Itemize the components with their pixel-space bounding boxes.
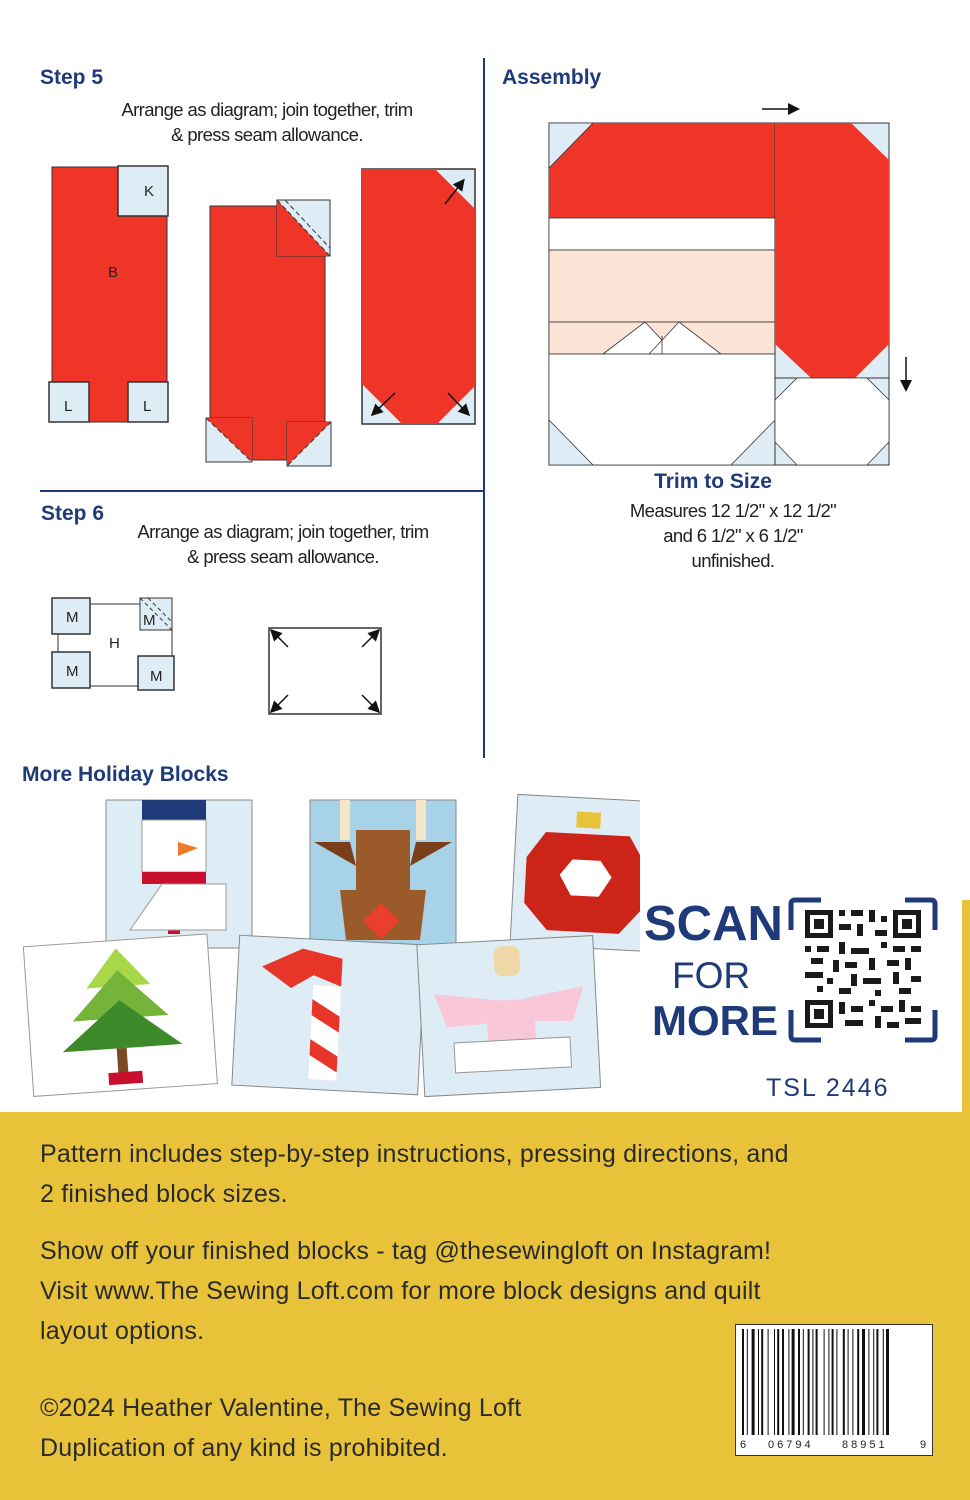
angel-block-image	[416, 935, 602, 1098]
step5-instruction-line2: & press seam allowance.	[171, 124, 363, 145]
barcode-bars	[742, 1329, 889, 1435]
label-h: H	[109, 635, 120, 652]
trim-line1: Measures 12 1/2" x 12 1/2"	[629, 500, 837, 521]
product-code: TSL 2446	[766, 1074, 890, 1102]
step5-instruction-line1: Arrange as diagram; join together, trim	[121, 99, 413, 120]
tree-block-image	[22, 933, 218, 1097]
barcode-digit-1: 6	[740, 1439, 747, 1451]
step6-title: Step 6	[41, 502, 105, 525]
step6-instruction-line1: Arrange as diagram; join together, trim	[137, 521, 429, 542]
label-m-3: M	[66, 663, 79, 680]
square-k	[117, 165, 169, 217]
assembly-title: Assembly	[502, 66, 602, 89]
footer-p3-line2: Duplication of any kind is prohibited.	[40, 1434, 448, 1462]
step6-instruction-line2: & press seam allowance.	[187, 546, 379, 567]
ornament-block-image	[509, 793, 640, 953]
step6-instruction: Arrange as diagram; join together, trim …	[76, 519, 490, 569]
footer-p1-line1: Pattern includes step-by-step instructio…	[40, 1140, 789, 1168]
label-m-1: M	[66, 609, 79, 626]
footer-paragraph-2: Show off your finished blocks - tag @the…	[40, 1231, 771, 1351]
label-m-2: M	[143, 612, 156, 629]
yellow-accent-strip	[962, 900, 970, 1112]
assembly-diagram	[548, 103, 912, 466]
footer-p2-line2: Visit www.The Sewing Loft.com for more b…	[40, 1277, 761, 1305]
label-l-2: L	[143, 398, 151, 415]
horizontal-divider	[40, 490, 484, 492]
barcode-digit-group-1: 06794	[768, 1439, 814, 1451]
step5-diagram: K B L L	[48, 165, 476, 467]
trim-line3: unfinished.	[691, 550, 775, 571]
scan-text: SCAN	[644, 897, 783, 951]
footer-p2-line1: Show off your finished blocks - tag @the…	[40, 1237, 772, 1265]
label-m-4: M	[150, 668, 163, 685]
square-l-left	[48, 381, 90, 423]
holiday-blocks-collage	[22, 793, 640, 1098]
label-b: B	[108, 264, 118, 281]
footer-paragraph-3: ©2024 Heather Valentine, The Sewing Loft…	[40, 1388, 521, 1468]
footer-p1-line2: 2 finished block sizes.	[40, 1180, 288, 1208]
step5-title: Step 5	[40, 66, 104, 89]
more-text: MORE	[652, 997, 778, 1044]
trim-measurements: Measures 12 1/2" x 12 1/2" and 6 1/2" x …	[583, 498, 883, 573]
snowman-block-image	[105, 799, 253, 949]
square-l-right	[127, 381, 169, 423]
vertical-divider	[483, 58, 485, 758]
for-text: FOR	[672, 955, 751, 996]
label-k: K	[144, 183, 154, 200]
footer-p2-line3: layout options.	[40, 1317, 205, 1345]
barcode: 6 06794 88951 9	[735, 1324, 933, 1456]
footer-paragraph-1: Pattern includes step-by-step instructio…	[40, 1134, 789, 1214]
more-blocks-title: More Holiday Blocks	[22, 763, 229, 786]
reindeer-block-image	[309, 799, 457, 949]
footer-p3-line1: ©2024 Heather Valentine, The Sewing Loft	[40, 1394, 522, 1422]
step5-instruction: Arrange as diagram; join together, trim …	[60, 97, 474, 147]
barcode-digit-2: 9	[920, 1439, 927, 1451]
step6-diagram: M M H M M	[51, 597, 382, 715]
candy-cane-block-image	[231, 934, 426, 1096]
trim-title: Trim to Size	[654, 470, 772, 493]
barcode-digit-group-2: 88951	[842, 1439, 888, 1451]
qr-code[interactable]	[787, 896, 939, 1044]
label-l-1: L	[64, 398, 72, 415]
trim-line2: and 6 1/2" x 6 1/2"	[663, 525, 803, 546]
